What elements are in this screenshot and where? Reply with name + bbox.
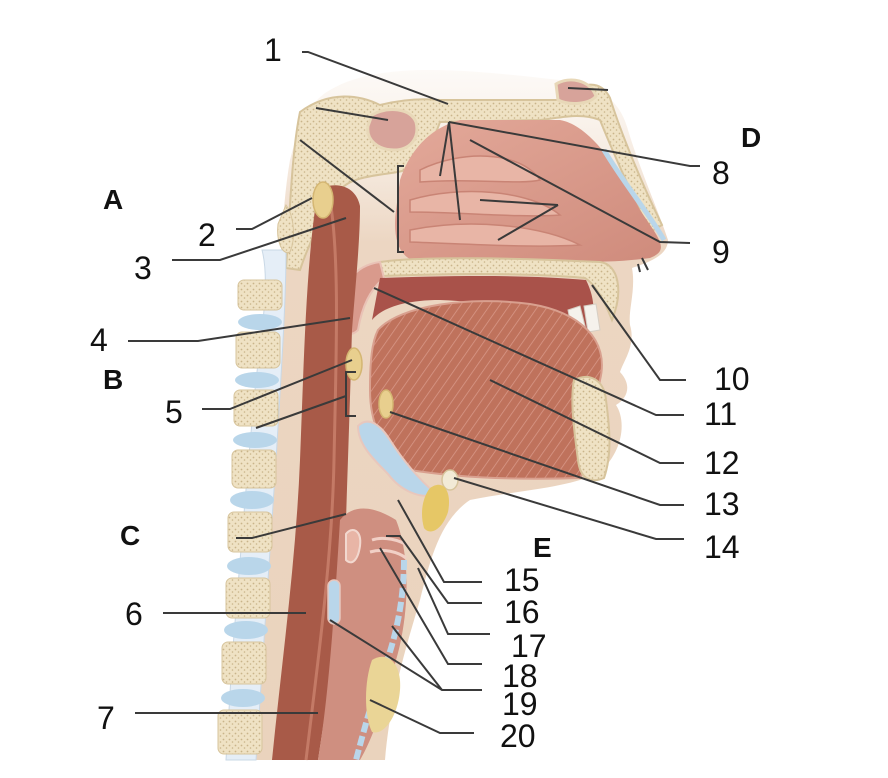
number-label-19: 19 [502,686,538,722]
number-label-2: 2 [198,217,216,253]
leader-line-3 [172,217,347,261]
leader-line-15 [397,499,482,583]
leader-line-2 [236,197,313,230]
region-label-D: D [741,122,762,153]
leader-line-11 [373,287,684,416]
leader-line-19b [391,625,443,691]
leader-line-4 [128,317,351,342]
number-label-8: 8 [712,155,730,191]
leader-line-5 [202,359,353,410]
number-label-20: 20 [500,718,536,754]
leader-line-9 [469,139,691,244]
leader-line-sphenoid [315,107,389,121]
leader-line-16 [386,535,482,604]
leader-line-10 [591,284,686,381]
leader-line-17 [417,567,490,635]
tongue [368,300,603,480]
nasal-bracket [397,165,404,253]
leader-line-13 [389,411,684,506]
leader-line-C [236,513,347,539]
number-label-17: 17 [511,628,547,664]
leader-line-B [255,395,347,429]
number-label-13: 13 [704,486,740,522]
number-label-3: 3 [134,250,152,286]
leader-lines [128,51,700,734]
number-label-15: 15 [504,562,540,598]
leader-line-A-bracket [299,139,395,213]
number-label-16: 16 [504,594,540,630]
nasal-cavity [395,120,667,262]
region-label-E: E [533,532,552,563]
number-label-1: 1 [264,32,282,68]
number-label-6: 6 [125,596,143,632]
leader-line-8 [448,121,700,167]
number-label-10: 10 [714,361,750,397]
leader-line-14 [453,477,684,540]
number-label-7: 7 [97,700,115,736]
region-label-B: B [103,364,124,395]
leader-line-9b [479,199,559,206]
leader-line-8c [448,121,461,221]
number-label-12: 12 [704,445,740,481]
leader-line-20 [369,699,474,734]
region-label-A: A [103,184,124,215]
number-label-5: 5 [165,394,183,430]
leader-line-frontal [567,87,609,91]
leader-line-18 [379,547,482,665]
cervical-spine [217,203,294,761]
number-label-9: 9 [712,234,730,270]
number-label-14: 14 [704,529,740,565]
hard-palate [379,257,620,323]
number-label-4: 4 [90,322,108,358]
nostril-marks [637,257,649,273]
leader-line-1 [302,51,449,105]
larynx-trachea [318,420,459,761]
number-label-11: 11 [704,396,738,432]
region-label-C: C [120,520,141,551]
leader-line-12 [489,379,684,464]
leader-line-9c [497,204,559,241]
number-label-18: 18 [502,658,538,694]
leader-line-8b [439,121,450,177]
